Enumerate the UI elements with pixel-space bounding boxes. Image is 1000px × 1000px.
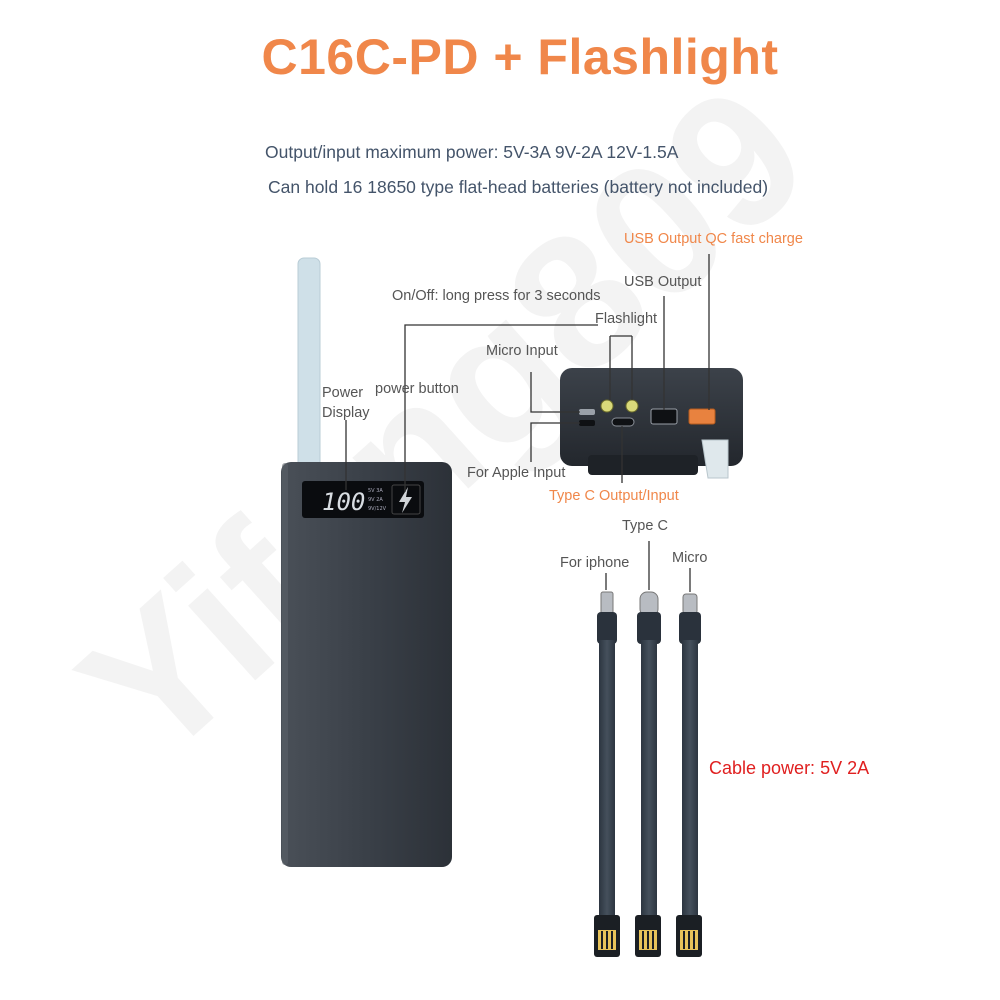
usb-port — [650, 408, 678, 425]
display-digits: 100 — [322, 488, 365, 516]
flashlight-led-1 — [600, 399, 614, 413]
label-type-c-io: Type C Output/Input — [549, 488, 679, 504]
display-mode-1: 5V 3A — [368, 488, 383, 494]
usb-qc-port — [688, 408, 716, 425]
display-mode-3: 9V/12V — [368, 506, 387, 512]
label-display: Display — [322, 405, 370, 421]
label-micro-input: Micro Input — [486, 343, 558, 359]
callout-lines-main — [345, 324, 598, 492]
cable-power-prefix: Cable power: — [709, 758, 821, 778]
flashlight-led-2 — [625, 399, 639, 413]
label-on-off: On/Off: long press for 3 seconds — [392, 288, 601, 304]
display-mode-2: 9V 2A — [368, 497, 383, 503]
type-c-port — [611, 417, 635, 427]
power-spec: Output/input maximum power: 5V-3A 9V-2A … — [265, 142, 679, 162]
cable-type-c — [635, 591, 661, 957]
micro-port — [579, 409, 595, 415]
label-flashlight: Flashlight — [595, 311, 658, 327]
capacity-spec: Can hold 16 18650 type flat-head batteri… — [268, 177, 769, 197]
callout-lines-cables — [605, 541, 691, 592]
power-display: 100 5V 3A 9V 2A 9V/12V — [302, 481, 424, 518]
cable-iphone — [594, 591, 620, 957]
bolt-icon — [399, 487, 412, 513]
label-cable-power: Cable power: 5V 2A — [709, 758, 869, 779]
label-usb-output: USB Output — [624, 274, 702, 290]
label-apple-input: For Apple Input — [467, 465, 566, 481]
page-title: C16C-PD + Flashlight — [261, 29, 779, 85]
side-view-device — [560, 368, 743, 479]
label-power: Power — [322, 385, 364, 401]
cable-micro — [676, 593, 702, 957]
cable-power-value: 5V 2A — [820, 758, 870, 778]
label-power-button: power button — [375, 381, 459, 397]
label-cable-micro: Micro — [672, 550, 708, 566]
label-cable-iphone: For iphone — [560, 555, 630, 571]
power-bank-body — [281, 462, 452, 867]
callout-lines-side — [530, 254, 710, 483]
label-cable-type-c: Type C — [622, 518, 668, 534]
strap — [297, 257, 321, 474]
label-usb-qc: USB Output QC fast charge — [624, 231, 803, 247]
